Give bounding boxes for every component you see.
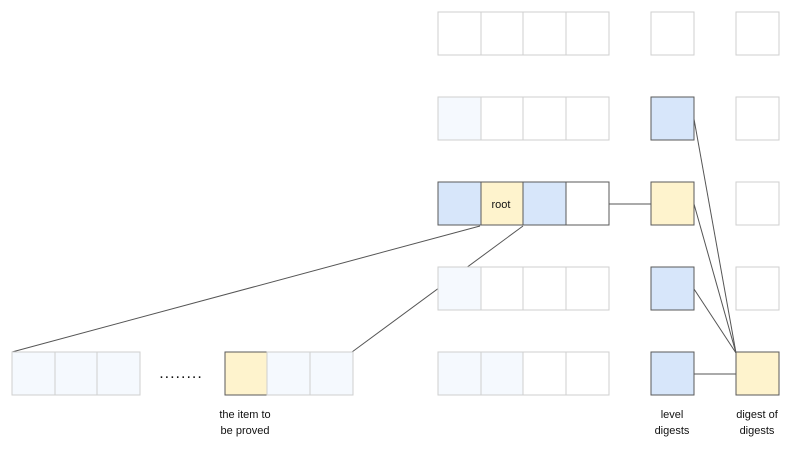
item-to-be-proved-cell: [224, 351, 269, 396]
digest-of-digests-label-line1: digest of: [736, 409, 779, 421]
level-grid: [437, 11, 780, 396]
level-digests-label-line1: level: [661, 409, 684, 421]
grid-cell-r2-c3: [522, 96, 567, 141]
digest-of-digests-cell-5: [735, 351, 780, 396]
grid-cell-r5-c4: [565, 351, 610, 396]
level-digests-label-line2: digests: [655, 425, 690, 437]
digest-of-digests-cell-4: [735, 266, 780, 311]
level-digest-cell-5: [650, 351, 695, 396]
item-to-be-proved-label-line1: the item to: [219, 409, 270, 421]
grid-cell-r3-c2: [480, 181, 525, 226]
grid-cell-r3-c1: [437, 181, 482, 226]
grid-cell-r2-c1: [437, 96, 482, 141]
grid-cell-r2-c4: [565, 96, 610, 141]
leaf-row: [11, 351, 354, 396]
grid-cell-r1-c4: [565, 11, 610, 56]
leaf-cell-left-1: [11, 351, 56, 396]
leaf-cell-left-2: [54, 351, 99, 396]
grid-cell-r5-c3: [522, 351, 567, 396]
level-digest-1-to-digest-line: [693, 118, 737, 354]
level-digest-cell-1: [650, 11, 695, 56]
grid-cell-r4-c1: [437, 266, 482, 311]
digest-of-digests-cell-3: [735, 181, 780, 226]
root-to-bottom-left-line: [11, 225, 481, 353]
grid-cell-r2-c2: [480, 96, 525, 141]
digest-of-digests-label-line2: digests: [740, 425, 775, 437]
leaf-cell-right-2: [266, 351, 311, 396]
grid-cell-r4-c3: [522, 266, 567, 311]
connector-lines: [11, 118, 737, 375]
level-digest-3-to-digest-line: [693, 288, 737, 354]
level-digest-cell-3: [650, 181, 695, 226]
grid-cell-r4-c4: [565, 266, 610, 311]
grid-cell-r1-c3: [522, 11, 567, 56]
digest-of-digests-cell-1: [735, 11, 780, 56]
level-digest-cell-2: [650, 96, 695, 141]
level-digest-2-to-digest-line: [693, 203, 737, 354]
grid-cell-r3-c4: [565, 181, 610, 226]
grid-cell-r1-c1: [437, 11, 482, 56]
grid-cell-r5-c1: [437, 351, 482, 396]
grid-cell-r5-c2: [480, 351, 525, 396]
root-label: root: [492, 199, 511, 211]
grid-cell-r1-c2: [480, 11, 525, 56]
leaf-cell-right-3: [309, 351, 354, 396]
digest-of-digests-cell-2: [735, 96, 780, 141]
grid-cell-r3-c3: [522, 181, 567, 226]
grid-cell-r4-c2: [480, 266, 525, 311]
level-digest-cell-4: [650, 266, 695, 311]
ellipsis-dots: ........: [159, 365, 203, 382]
item-to-be-proved-label-line2: be proved: [221, 425, 270, 437]
leaf-cell-left-3: [96, 351, 141, 396]
